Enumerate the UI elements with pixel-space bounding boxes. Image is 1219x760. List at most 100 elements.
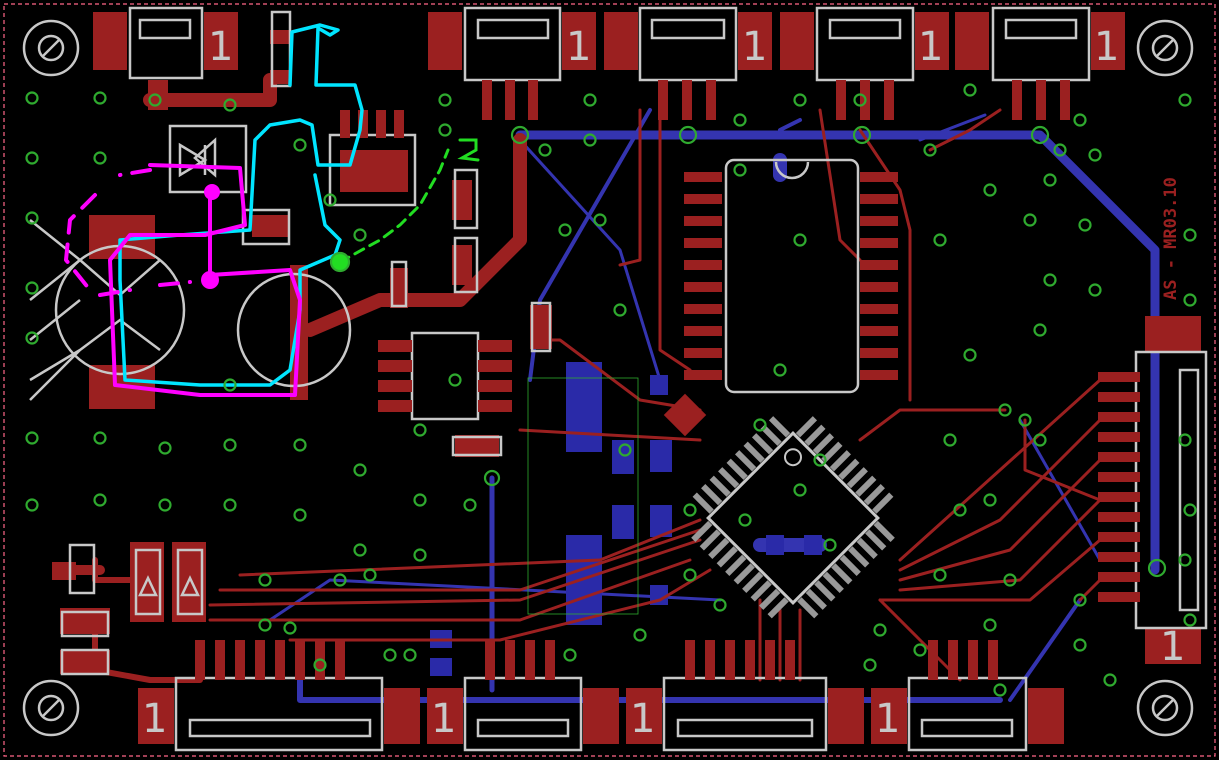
via: [223, 438, 237, 452]
via: [618, 443, 632, 457]
via: [1183, 503, 1197, 517]
via: [933, 233, 947, 247]
connector-2: 1: [428, 6, 596, 120]
via: [1178, 433, 1192, 447]
via: [1183, 613, 1197, 627]
via: [583, 93, 597, 107]
via: [1178, 553, 1192, 567]
via: [793, 483, 807, 497]
via: [823, 538, 837, 552]
via: [413, 548, 427, 562]
via: [983, 183, 997, 197]
via: [793, 93, 807, 107]
connector-1: 1: [93, 6, 238, 80]
via: [853, 93, 867, 107]
via: [93, 431, 107, 445]
via: [953, 503, 967, 517]
via-large: [510, 125, 530, 145]
via: [353, 228, 367, 242]
via-large: [1030, 125, 1050, 145]
svg-text:1: 1: [918, 24, 943, 70]
marking-magenta: [64, 163, 302, 397]
via: [1053, 143, 1067, 157]
via: [873, 623, 887, 637]
via: [1073, 113, 1087, 127]
via-large: [852, 125, 872, 145]
via: [1023, 213, 1037, 227]
via: [463, 498, 477, 512]
via: [558, 223, 572, 237]
via: [563, 648, 577, 662]
via: [683, 568, 697, 582]
via: [998, 403, 1012, 417]
via: [773, 363, 787, 377]
via: [993, 683, 1007, 697]
connector-5: 1: [955, 6, 1125, 120]
via: [1003, 573, 1017, 587]
dip-ic: [684, 158, 898, 394]
via: [1073, 638, 1087, 652]
connector-10: 1: [1098, 316, 1208, 670]
svg-text:1: 1: [1094, 24, 1119, 70]
via: [438, 123, 452, 137]
mounting-hole-icon: [1136, 19, 1194, 77]
via-large: [678, 125, 698, 145]
via: [933, 568, 947, 582]
via: [293, 508, 307, 522]
soic-upper: [328, 110, 417, 207]
connector-3: 1: [604, 6, 772, 120]
via: [258, 573, 272, 587]
via: [963, 83, 977, 97]
via: [148, 93, 162, 107]
via: [1033, 433, 1047, 447]
via: [1088, 148, 1102, 162]
via: [25, 331, 39, 345]
board-outline: [3, 3, 1216, 757]
via: [293, 438, 307, 452]
via: [313, 658, 327, 672]
via-layer: [25, 83, 1197, 697]
via: [713, 598, 727, 612]
via: [223, 98, 237, 112]
via-large: [483, 469, 501, 487]
via: [158, 498, 172, 512]
via: [283, 621, 297, 635]
via: [983, 493, 997, 507]
via: [613, 303, 627, 317]
mounting-hole-icon: [22, 19, 80, 77]
via: [333, 573, 347, 587]
diode-icon: [178, 142, 208, 178]
via: [438, 93, 452, 107]
via: [25, 498, 39, 512]
via: [323, 193, 337, 207]
via: [733, 113, 747, 127]
via-large: [1147, 558, 1167, 578]
via: [403, 648, 417, 662]
via: [863, 658, 877, 672]
via: [733, 163, 747, 177]
via: [1103, 673, 1117, 687]
via: [448, 373, 462, 387]
connector-6: 1: [138, 640, 420, 752]
via: [1043, 173, 1057, 187]
connector-7: 1: [427, 640, 619, 752]
via: [1073, 593, 1087, 607]
mounting-hole-icon: [1136, 679, 1194, 737]
via: [383, 648, 397, 662]
svg-text:1: 1: [208, 24, 233, 70]
via: [353, 463, 367, 477]
via: [93, 493, 107, 507]
via: [258, 618, 272, 632]
via: [1033, 323, 1047, 337]
svg-text:1: 1: [875, 696, 900, 742]
via: [913, 643, 927, 657]
via: [353, 543, 367, 557]
via: [25, 151, 39, 165]
qfp-chip: [691, 416, 895, 619]
via: [1018, 413, 1032, 427]
via: [223, 378, 237, 392]
via: [1178, 93, 1192, 107]
via: [793, 233, 807, 247]
svg-text:1: 1: [630, 696, 655, 742]
